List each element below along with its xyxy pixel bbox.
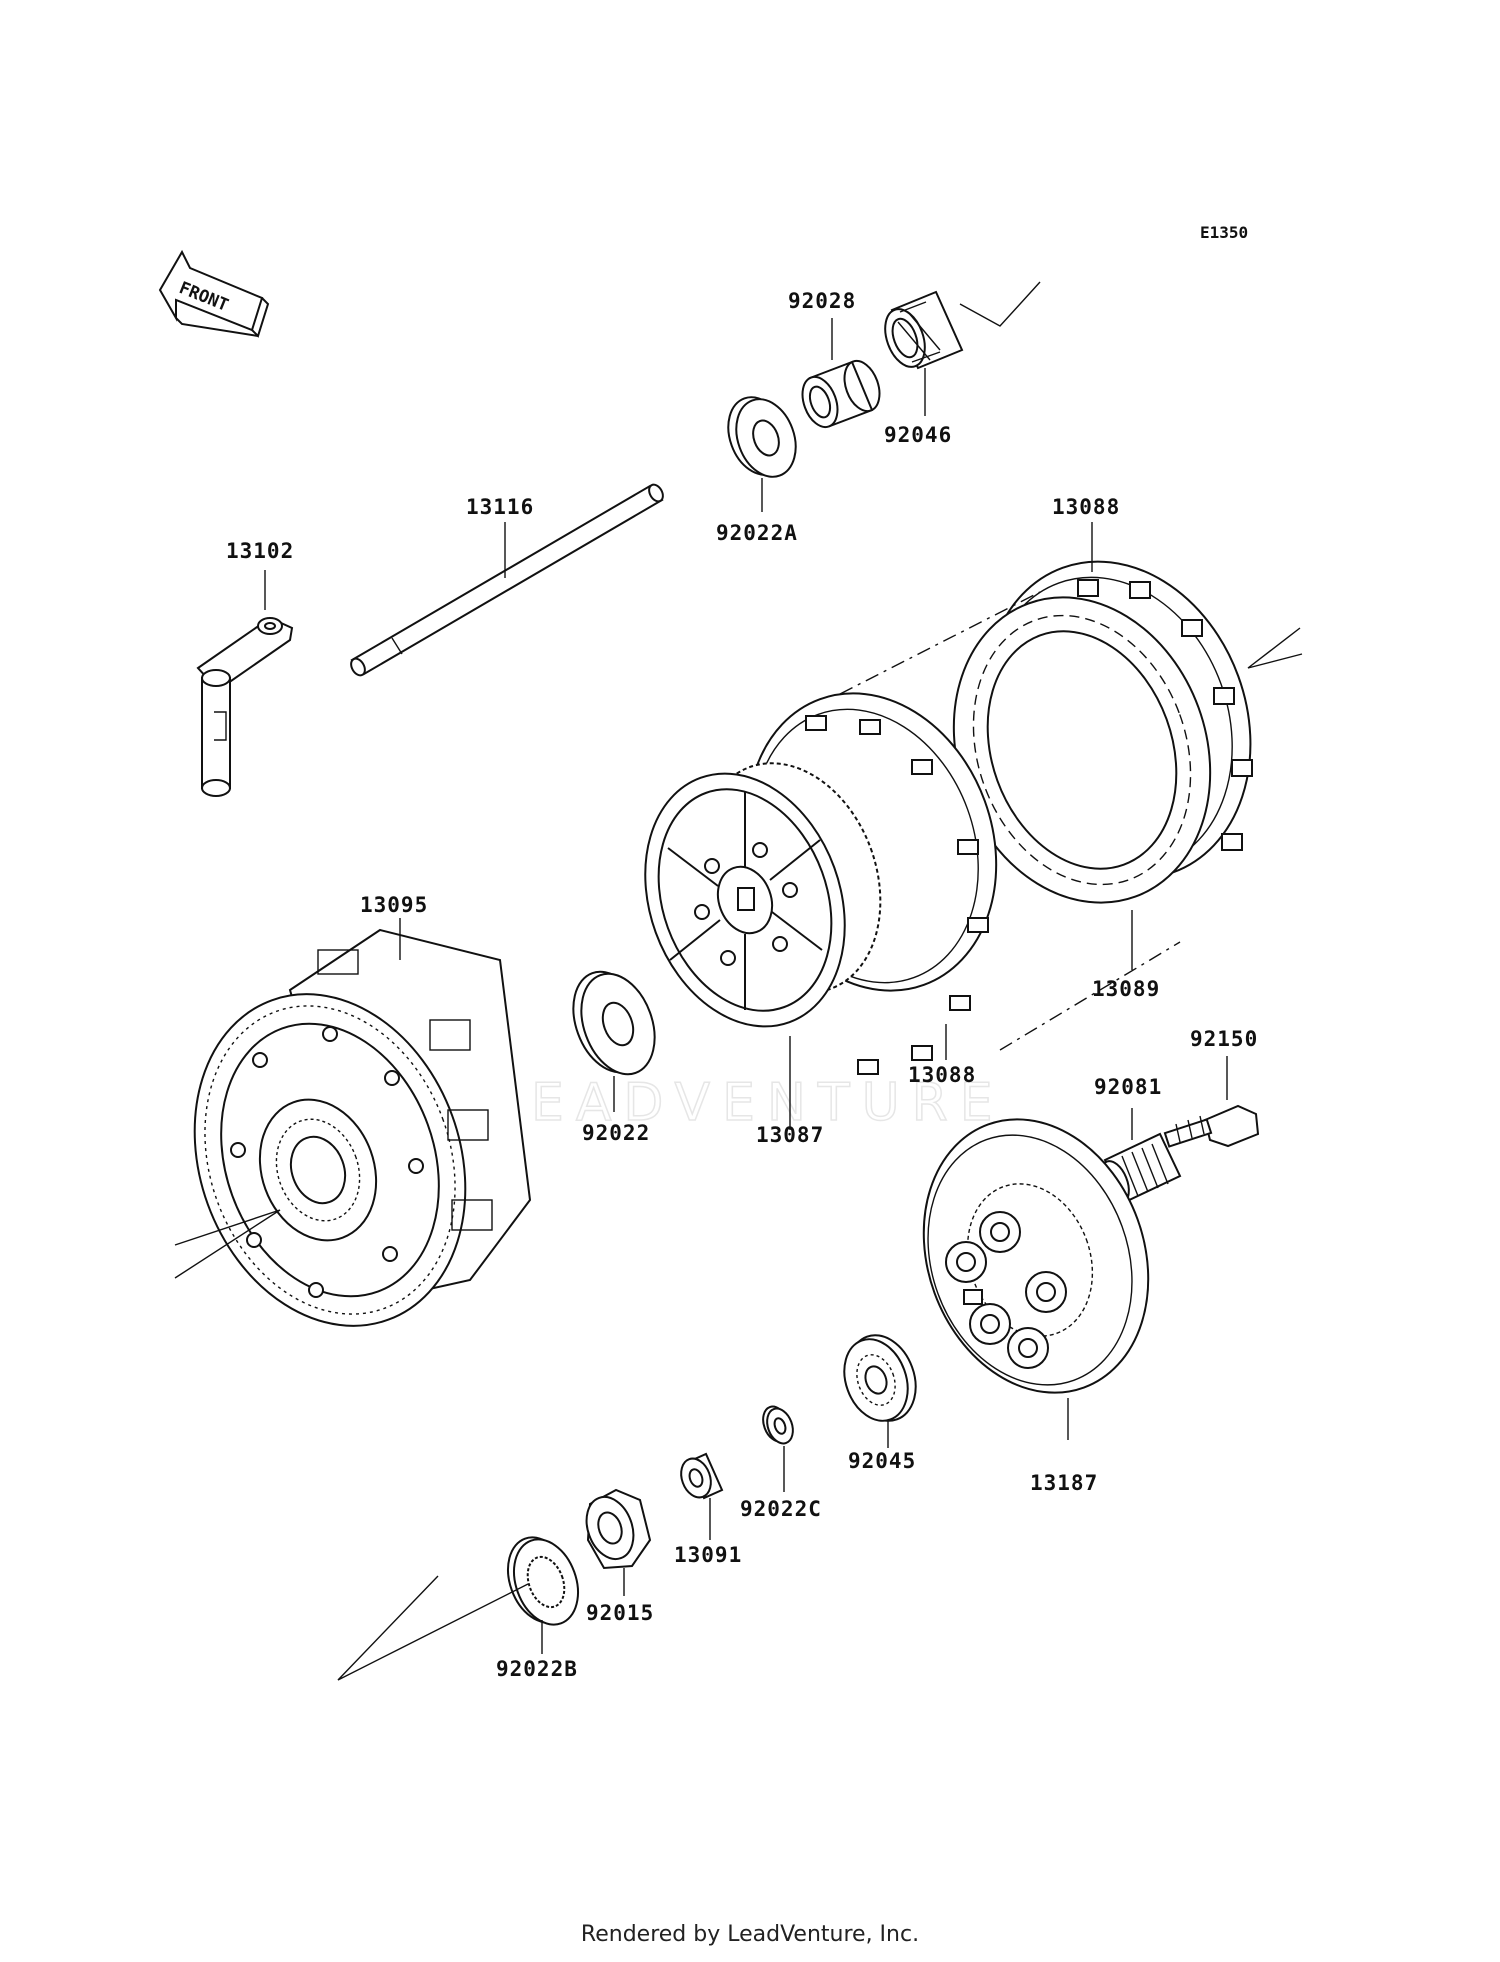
needle-bearing-92046-icon (884, 290, 964, 370)
nut-92015-icon (585, 1488, 652, 1570)
part-label-92081: 92081 (1094, 1075, 1162, 1099)
front-arrow-icon: FRONT (158, 249, 270, 338)
sleeve-92028-icon (801, 359, 881, 429)
steel-plate-13089-icon (952, 596, 1212, 904)
reference-arrow-bottom (337, 1575, 529, 1681)
pressure-plate-13187-icon (922, 1118, 1150, 1394)
part-label-13088-top: 13088 (1052, 495, 1120, 519)
part-label-13187: 13187 (1030, 1471, 1098, 1495)
reference-arrow-left (174, 1209, 281, 1279)
part-label-13088-bottom: 13088 (908, 1063, 976, 1087)
part-label-13089: 13089 (1092, 977, 1160, 1001)
diagram-code: E1350 (1200, 223, 1248, 242)
release-lever-13102-icon (196, 616, 294, 797)
reference-arrow-top (959, 281, 1041, 327)
part-label-92046: 92046 (884, 423, 952, 447)
part-label-92022c: 92022C (740, 1497, 822, 1521)
collar-13091-icon (680, 1452, 724, 1500)
part-label-13087: 13087 (756, 1123, 824, 1147)
part-label-92015: 92015 (586, 1601, 654, 1625)
part-label-13091: 13091 (674, 1543, 742, 1567)
reference-arrow-right (1247, 627, 1303, 669)
part-label-92150: 92150 (1190, 1027, 1258, 1051)
watermark-text: LEADVENTURE (490, 1073, 1005, 1133)
clutch-hub-13087-icon (644, 762, 882, 1028)
push-rod-13116-icon (350, 483, 664, 677)
clutch-housing-13095-icon (193, 928, 532, 1327)
part-label-13116: 13116 (466, 495, 534, 519)
part-label-92022: 92022 (582, 1121, 650, 1145)
part-label-92022a: 92022A (716, 521, 798, 545)
bearing-92045-icon (843, 1334, 917, 1422)
part-label-92028: 92028 (788, 289, 856, 313)
bolt-92150-icon (1163, 1104, 1260, 1148)
washer-92022-icon (572, 970, 656, 1076)
part-label-92022b: 92022B (496, 1657, 578, 1681)
part-label-13095: 13095 (360, 893, 428, 917)
washer-92022c-icon (762, 1405, 794, 1445)
footer-credit: Rendered by LeadVenture, Inc. (580, 1922, 920, 1947)
washer-92022a-icon (727, 396, 797, 478)
lockwasher-92022b-icon (507, 1536, 579, 1626)
part-label-13102: 13102 (226, 539, 294, 563)
part-label-92045: 92045 (848, 1449, 916, 1473)
